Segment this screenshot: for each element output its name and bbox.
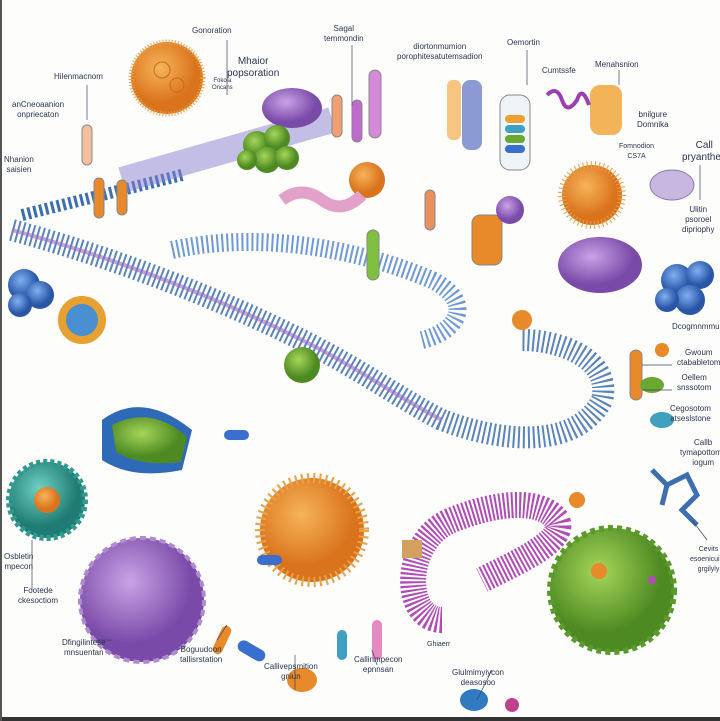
- leader-lines: [31, 40, 708, 701]
- label-footede: Footede ckesoctiom: [18, 586, 59, 605]
- label-osbletin: Osbletin mpecon: [4, 552, 34, 571]
- label-oellem: Oellem snssotom: [677, 373, 712, 392]
- orange-spiky-cell: [128, 39, 206, 117]
- purple-vesicle: [496, 196, 524, 224]
- label-ghiaerr: Ghiaerr: [427, 641, 451, 648]
- label-bnilgure-domnika: bnilgure Domnika: [637, 110, 669, 129]
- label-gonoration: Gonoration: [192, 26, 232, 35]
- orange-tangle-cell: [255, 473, 369, 587]
- stacked-discs: [447, 80, 622, 153]
- green-granule: [284, 347, 320, 383]
- sunflower-organelle: [58, 296, 106, 344]
- test-tubes: [81, 69, 643, 401]
- small-orange-cell: [349, 162, 385, 198]
- label-boguudoon: Boguudoon tallisrstation: [180, 645, 223, 664]
- blue-network: [650, 468, 701, 527]
- label-cegosotom: Cegosotom atseslstone: [670, 404, 711, 423]
- label-cumtssfe: Cumtssfe: [542, 66, 576, 75]
- green-tangle-cell: [547, 525, 677, 655]
- purple-brain-cell: [78, 536, 206, 664]
- purple-helix: [545, 89, 591, 110]
- label-ancneoaanion: anCneoaanion onpriecaton: [12, 100, 65, 119]
- label-dfingilintese: Dfingilintese mnsuentan: [62, 638, 106, 657]
- purple-blob: [262, 88, 322, 128]
- bottom-border: [2, 717, 720, 721]
- label-fomnodion-cs7a: Fomnodion CS7A: [619, 143, 655, 160]
- label-mhaior-popsoration: Mhaior popsoration: [227, 56, 280, 79]
- lavender-coil: [649, 169, 695, 201]
- label-glulmimyiycon: Glulmimyiycon deasosoo: [452, 668, 505, 687]
- label-oemortin: Oemortin: [507, 38, 540, 47]
- purple-cloud: [558, 237, 642, 293]
- label-dcogmnmmu: Dcogmnmmu: [672, 322, 720, 331]
- pills: [212, 310, 674, 712]
- label-callb: Callb tymapottome iogum: [680, 438, 720, 467]
- orange-tentacle-cell: [558, 161, 626, 229]
- label-callinmpecon: Callinmpecon epnnsan: [354, 655, 403, 674]
- pink-golgi: [278, 186, 367, 213]
- label-gwoum: Gwoum ctababletom: [677, 348, 720, 367]
- green-interior: [112, 417, 187, 464]
- label-menahsnion: Menahsnion: [595, 60, 639, 69]
- blue-cluster-left: [8, 269, 54, 317]
- label-callivepsmition: Callivepsmition gniun: [264, 662, 318, 681]
- label-ulitin-psoroel: Ulitin psoroel dipriophy: [682, 205, 715, 234]
- label-hilenmacnom: Hilenmacnom: [54, 72, 103, 81]
- green-cluster: [237, 125, 299, 173]
- endoplasmic-ribbon: [9, 107, 615, 449]
- label-sagal-temmondin: Sagal temmondin: [324, 24, 364, 43]
- label-diortonmumion: diortonmumion porophitesatutemsadion: [397, 42, 483, 61]
- blue-cluster-right: [655, 261, 714, 315]
- label-nhanion-saisien: Nhanion saisien: [4, 155, 34, 174]
- label-cevits: Cevits esoenicuisn grgilyly: [690, 546, 720, 573]
- magenta-tube: [400, 492, 572, 633]
- label-fokoia-oncans: Fokoia Oncans: [212, 78, 233, 91]
- label-call-pryanthen: Call pryanthen: [682, 140, 720, 163]
- teal-cell-nucleus: [34, 487, 60, 513]
